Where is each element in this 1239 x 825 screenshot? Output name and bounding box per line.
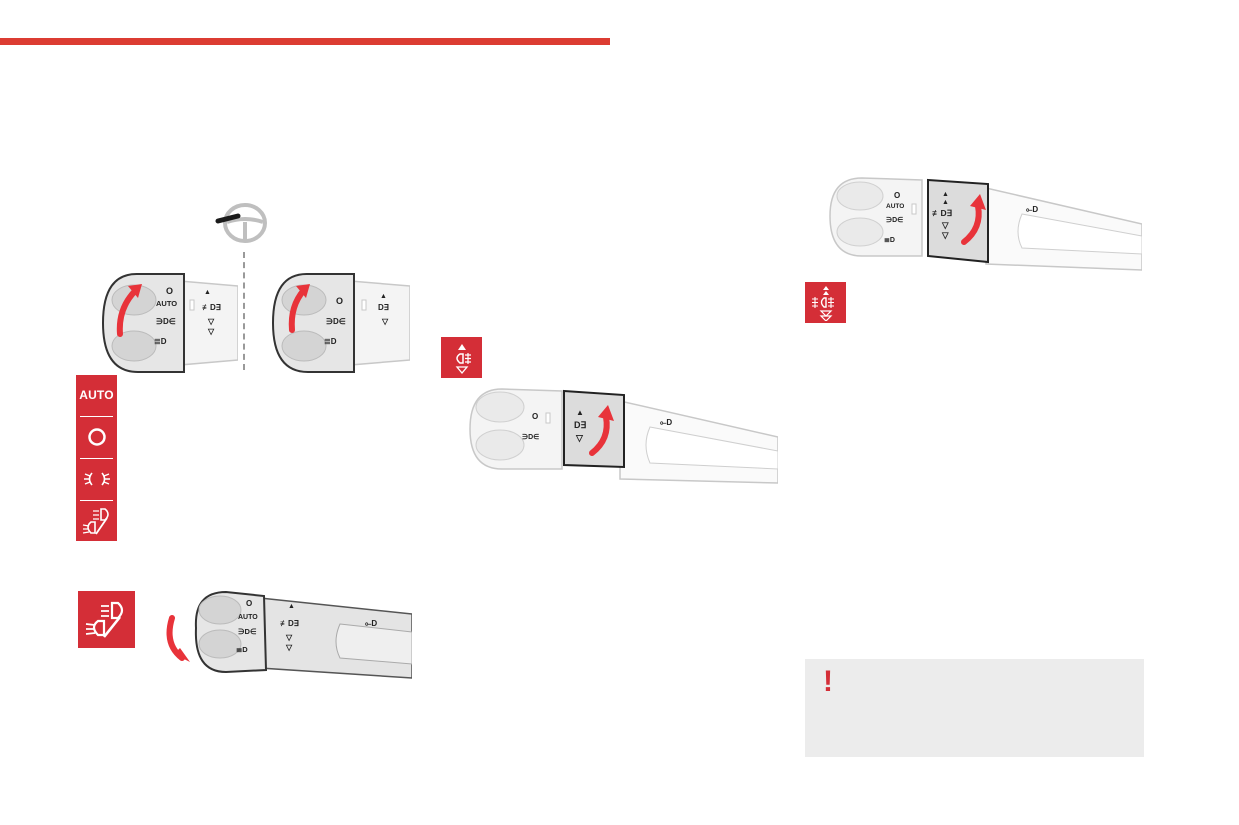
auto-lighting-icon: AUTO: [76, 375, 117, 415]
warning-icon: !: [823, 665, 833, 698]
icon-divider: [80, 500, 113, 501]
dipped-beam-icon: ≣D: [154, 336, 167, 346]
sidelights-icon: ∋D∈: [238, 627, 257, 636]
fog-down-arrow-icon: ▽: [207, 317, 215, 326]
fog-down-arrow-icon: ▽: [575, 433, 584, 443]
fog-lamps-stalk-illustration: ⟜D O AUTO ∋D∈ ≣D ▲ ▲ ≢D∃ ▽ ▽: [829, 177, 1142, 271]
stalk-label-off: O: [246, 599, 252, 608]
dipped-beam-icon: ≣D: [324, 336, 337, 346]
fog-lamps-icon: D∃: [378, 303, 389, 312]
fog-down-arrow-icon: ▽: [941, 220, 950, 230]
stalk-label-auto: AUTO: [886, 203, 904, 210]
fog-up-arrow-icon: ▲: [576, 408, 584, 417]
lighting-stalk-rotate-illustration-2: O ∋D∈ ≣D ▲ D∃ ▽: [271, 272, 410, 373]
fog-lamps-icon: ≢D∃: [202, 303, 221, 312]
dipped-beam-icon: ≣D: [884, 234, 895, 244]
sidelights-icon: ∋D∈: [886, 216, 903, 224]
lighting-stalk-pull-illustration: ⟜D O AUTO ∋D∈ ≣D ▲ ≢D∃ ▽ ▽: [166, 590, 412, 679]
dipped-main-beam-icon: [76, 501, 117, 541]
fog-up-arrow-icon: ▲: [380, 293, 387, 300]
fog-lamps-icon: ≢D∃: [280, 619, 299, 628]
sidelights-icon: [76, 459, 117, 499]
icon-divider: [80, 458, 113, 459]
stalk-label-off: O: [532, 412, 538, 421]
lighting-stalk-rotate-illustration: O AUTO ∋D∈ ≣D ▲ ≢D∃ ▽ ▽: [101, 272, 238, 373]
fog-up-arrow-icon: ▲: [942, 199, 949, 206]
fog-lamps-icon: ⟜D: [660, 418, 672, 427]
header-accent-rule: [0, 38, 610, 45]
fog-down-arrow-icon: ▽: [285, 643, 293, 652]
fog-down-arrow-icon: ▽: [207, 327, 215, 336]
lights-off-icon: [76, 417, 117, 457]
front-fog-lamp-icon: [441, 337, 482, 378]
stalk-label-off: O: [166, 286, 173, 296]
steering-wheel-icon: [215, 203, 267, 243]
front-rear-fog-lamps-icon: [805, 282, 846, 323]
dipped-main-beam-icon: [78, 591, 135, 648]
fog-lamps-icon: ≢D∃: [932, 208, 953, 218]
stalk-label-auto: AUTO: [156, 299, 177, 308]
lighting-modes-icon-stack: AUTO: [76, 375, 117, 541]
fog-lamps-icon: ⟜D: [1026, 205, 1038, 214]
fog-up-arrow-icon: ▲: [942, 191, 949, 198]
fog-up-arrow-icon: ▲: [288, 603, 295, 610]
fog-lamps-icon: ⟜D: [365, 619, 377, 628]
fog-lamps-icon: D∃: [574, 420, 586, 430]
stalk-label-off: O: [336, 296, 343, 306]
fog-down-arrow-icon: ▽: [381, 317, 389, 326]
warning-box: !: [805, 659, 1144, 757]
sidelights-icon: ∋D∈: [326, 317, 346, 326]
sidelights-icon: ∋D∈: [156, 317, 176, 326]
sidelights-icon: ∋D∈: [522, 433, 539, 441]
stalk-divider-line: [243, 252, 245, 370]
icon-divider: [80, 416, 113, 417]
dipped-beam-icon: ≣D: [236, 644, 248, 654]
fog-up-arrow-icon: ▲: [204, 289, 211, 296]
stalk-label-off: O: [894, 191, 900, 200]
stalk-label-auto: AUTO: [238, 614, 258, 621]
fog-down-arrow-icon: ▽: [285, 633, 293, 642]
fog-down-arrow-icon: ▽: [941, 230, 950, 240]
fog-lamp-stalk-illustration: ⟜D O ∋D∈ ▲ D∃ ▽: [469, 388, 778, 484]
auto-lighting-label: AUTO: [79, 388, 114, 402]
